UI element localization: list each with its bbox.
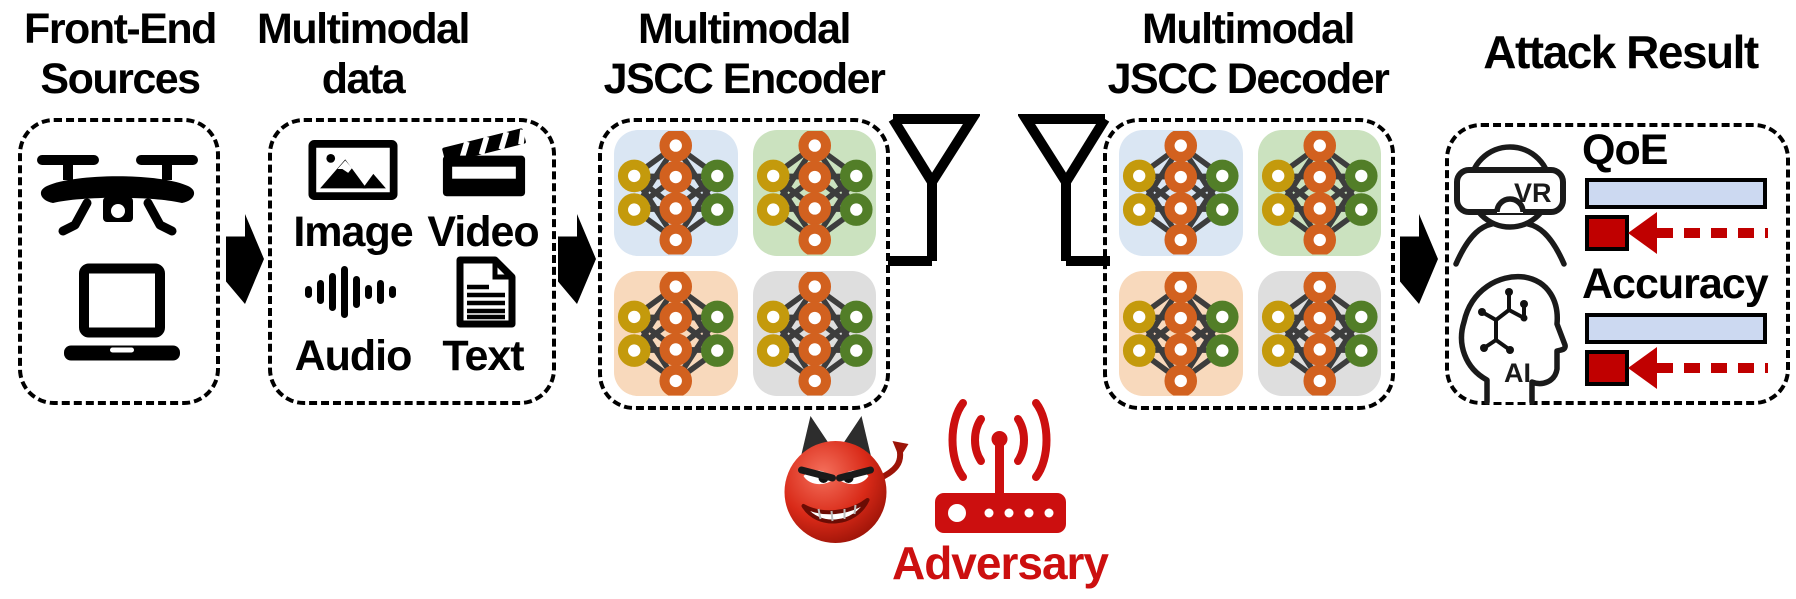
encoder-network-tile-video: [752, 130, 877, 256]
multimodal-data-title-line1: Multimodal: [257, 5, 470, 53]
sources-box: [18, 118, 220, 405]
sources-title-line2: Sources: [40, 55, 201, 103]
neural-network-icon: [1258, 130, 1382, 256]
receive-antenna-icon: [1018, 112, 1113, 270]
adversary-label: Adversary: [891, 537, 1109, 589]
decoder-network-tile-video: [1257, 130, 1382, 256]
decoder-network-grid: [1119, 130, 1381, 396]
video-label: Video: [427, 208, 539, 256]
accuracy-attacked-bar: [1585, 350, 1629, 386]
laptop-icon: [64, 263, 180, 361]
multimodal-data-title-line2: data: [321, 55, 406, 103]
image-icon: [308, 140, 398, 200]
text-document-icon: [456, 256, 516, 328]
ai-head-icon: AI: [1458, 273, 1568, 405]
attack-result-box: [1445, 123, 1790, 405]
transmit-antenna-icon: [885, 112, 980, 270]
neural-network-icon: [753, 130, 877, 256]
audio-waveform-icon: [305, 266, 396, 318]
sources-title: Front-End Sources: [0, 4, 240, 104]
vr-user-icon: VR: [1453, 144, 1567, 267]
devil-emoji-icon: [784, 416, 909, 543]
decoder-network-tile-text: [1257, 270, 1382, 397]
encoder-title-line2: JSCC Encoder: [603, 55, 886, 103]
arrow-sources-to-data: [226, 214, 264, 304]
sources-title-line1: Front-End: [24, 5, 217, 53]
accuracy-label: Accuracy: [1582, 260, 1769, 308]
decoder-title-line2: JSCC Decoder: [1107, 55, 1390, 103]
neural-network-icon: [1258, 271, 1382, 397]
video-clapperboard-icon: [442, 128, 526, 197]
audio-label: Audio: [294, 332, 413, 380]
qoe-baseline-bar: [1585, 178, 1767, 209]
vr-badge: VR: [1514, 178, 1552, 208]
accuracy-degradation-arrow-icon: [1628, 347, 1770, 389]
encoder-network-tile-audio: [614, 270, 738, 397]
text-label: Text: [442, 332, 524, 380]
multimodal-data-title: Multimodal data: [238, 4, 488, 104]
neural-network-icon: [753, 271, 877, 397]
qoe-degradation-arrow-icon: [1628, 212, 1770, 254]
encoder-title: Multimodal JSCC Encoder: [556, 4, 932, 104]
decoder-network-tile-audio: [1119, 270, 1243, 397]
arrow-data-to-encoder: [558, 214, 596, 304]
arrow-decoder-to-result: [1400, 214, 1438, 304]
decoder-network-tile-image: [1119, 130, 1243, 256]
multimodal-data-box: [268, 118, 556, 405]
encoder-network-tile-text: [752, 270, 877, 397]
decoder-title: Multimodal JSCC Decoder: [1058, 4, 1438, 104]
neural-network-icon: [614, 130, 738, 256]
accuracy-baseline-bar: [1585, 313, 1767, 344]
qoe-attacked-bar: [1585, 215, 1629, 251]
qoe-label: QoE: [1582, 126, 1668, 174]
jammer-transmitter-icon: [935, 399, 1066, 533]
encoder-network-tile-image: [614, 130, 738, 256]
attack-result-title: Attack Result: [1483, 26, 1759, 78]
drone-icon: [37, 155, 198, 236]
neural-network-icon: [1119, 271, 1243, 397]
image-label: Image: [293, 208, 413, 256]
neural-network-icon: [1119, 130, 1243, 256]
neural-network-icon: [614, 271, 738, 397]
encoder-network-grid: [614, 130, 876, 396]
decoder-title-line1: Multimodal: [1142, 5, 1355, 53]
encoder-title-line1: Multimodal: [638, 5, 851, 53]
ai-badge: AI: [1504, 358, 1531, 388]
